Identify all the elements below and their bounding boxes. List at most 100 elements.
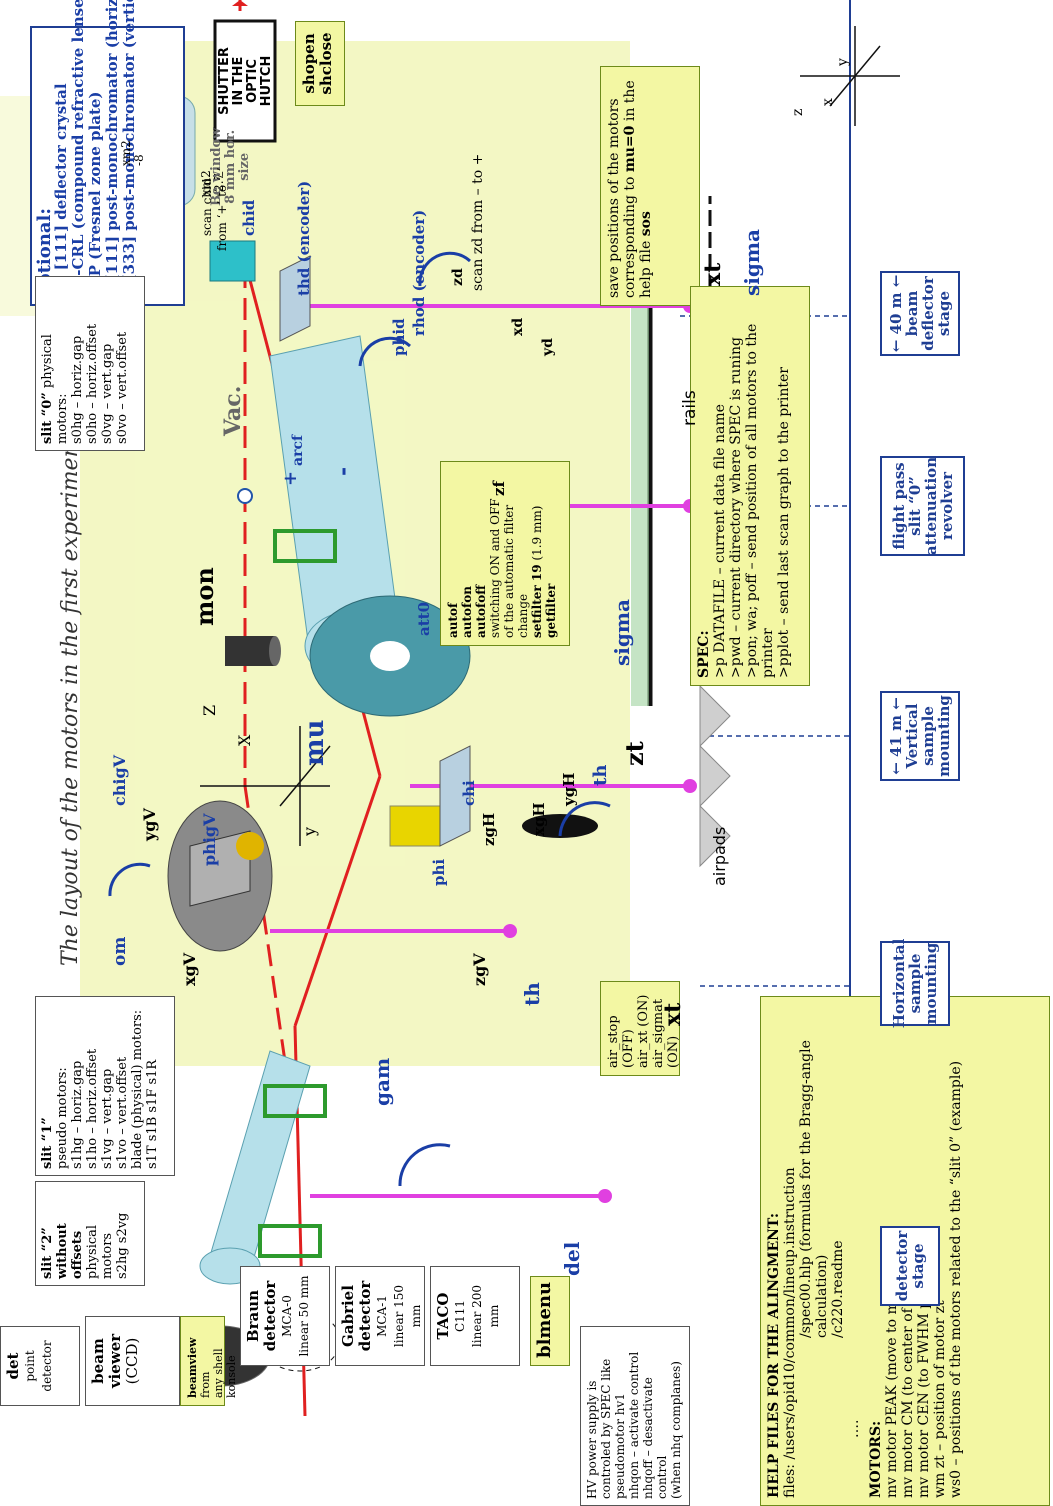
- th-left-label: th: [520, 982, 544, 1006]
- optional-line-1: Ge [111] deflector crystal: [53, 34, 70, 298]
- phi-label: phi: [430, 859, 448, 886]
- axis-x-label: X: [235, 735, 254, 746]
- xt-label-left: xt: [660, 1003, 686, 1026]
- save-l11: sos: [638, 211, 654, 236]
- mu-label: mu: [300, 720, 330, 766]
- chid-label: chid: [240, 200, 258, 236]
- scan-chid-label: scan chid: [200, 178, 214, 236]
- sigma-right-label: sigma: [740, 229, 764, 296]
- slit0-title: slit “0”: [40, 392, 55, 444]
- save-l6: corresponding: [622, 195, 638, 298]
- slit0-box: slit “0” physical motors: s0hg – horiz.g…: [35, 276, 145, 451]
- airpads-label: airpads: [710, 827, 729, 886]
- chigV-label: chigV: [110, 755, 129, 806]
- braun-box: Braundetector MCA-0linear 50 mm: [240, 1266, 330, 1366]
- save-l9: in the: [622, 80, 638, 121]
- optional-line-3: FZP (Fresnel zone plate): [87, 34, 104, 298]
- shclose-label: shclose: [318, 29, 335, 98]
- phigV-label: phigV: [200, 814, 219, 867]
- zd-label: zd: [450, 268, 466, 286]
- zgV-label: zgV: [470, 953, 489, 986]
- zt-label: zt: [620, 741, 649, 766]
- axis-y-label: y: [300, 827, 319, 836]
- save-l1: save: [606, 266, 622, 298]
- save-l8: mu=0: [622, 126, 638, 172]
- axis-x2-label: x: [820, 98, 836, 106]
- shutter-line-4: HUTCH: [260, 24, 274, 138]
- zgH-label: zgH: [480, 813, 498, 846]
- arcf-minus: -: [330, 467, 356, 476]
- shopen-box[interactable]: shopen shclose: [295, 21, 345, 106]
- scan-chid-label-2: from ‘+’ to ‘–’: [215, 167, 229, 251]
- save-l3: of: [606, 180, 622, 194]
- mon-detector: [225, 636, 281, 666]
- vac-label: Vac.: [220, 386, 246, 436]
- rails-label: rails: [680, 390, 700, 426]
- det-box: det point detector: [0, 1326, 80, 1406]
- att0-label: att0: [415, 602, 433, 636]
- save-l7: to: [622, 177, 638, 191]
- slit2-box: slit “2” without offsets physical motors…: [35, 1181, 145, 1286]
- mon-label: mon: [190, 567, 219, 626]
- slit0-line-2: s0ho – horiz.offset: [85, 283, 100, 444]
- scan-zd-label: scan zd from – to +: [470, 154, 486, 291]
- shutter-line-3: OPTIC: [246, 24, 260, 138]
- optional-line-5: Si[333] post-monochromator (vertical): [121, 34, 138, 298]
- axis-z-label: Z: [200, 705, 219, 716]
- optional-box: optional: Ge [111] deflector crystal Be-…: [30, 26, 185, 306]
- slit0-line-3: s0vg – vert.gap: [100, 283, 115, 444]
- shutter-label: SHUTTER IN THE OPTIC HUTCH: [218, 24, 274, 138]
- om-label: om: [110, 937, 130, 966]
- thd-label: thd (encoder): [295, 181, 313, 296]
- slit1-title: slit “1”: [40, 1003, 55, 1169]
- xt-label-right: xt: [700, 263, 726, 286]
- save-l2: positions: [606, 198, 622, 262]
- sigma-mid-label: sigma: [610, 599, 634, 666]
- xgH-label: xgH: [530, 802, 548, 836]
- optional-title: optional:: [36, 34, 53, 298]
- right-yellow-panel: [330, 111, 570, 361]
- arcf-label: arcf: [290, 435, 306, 466]
- yd-label: yd: [540, 338, 556, 356]
- shopen-label: shopen: [301, 29, 318, 98]
- slit1-box: slit “1” pseudo motors: s1hg – horiz.gap…: [35, 996, 175, 1176]
- beam-viewer-box: beam viewer (CCD): [85, 1316, 180, 1406]
- arcf-plus: +: [280, 471, 301, 486]
- th-mid-label: th: [590, 765, 611, 786]
- axis-y2-label: y: [835, 58, 851, 66]
- gam-label: gam: [370, 1058, 394, 1106]
- ygH-label: ygH: [560, 773, 578, 806]
- air-box: air_stop (OFF)air_xt (ON)air_sigmat (ON): [600, 981, 680, 1076]
- xgV-label: xgV: [180, 953, 199, 986]
- xd-label: xd: [510, 318, 526, 336]
- del-label: del: [560, 1242, 584, 1276]
- slit0-line-1: s0hg – horiz.gap: [70, 283, 85, 444]
- blmenu-button[interactable]: blmenu: [530, 1276, 570, 1366]
- spec-box: SPEC: >p DATAFILE – current data file na…: [690, 286, 810, 686]
- optional-line-4: Si[111] post-monochromator (horizontal): [104, 34, 121, 298]
- save-l5: motors: [606, 98, 622, 148]
- save-l4: the: [606, 153, 622, 176]
- zf-label: zf: [490, 481, 508, 496]
- shutter-line-1: SHUTTER: [218, 24, 232, 138]
- goniometer-sphere: [168, 801, 272, 951]
- rhod-label: rhod (encoder): [410, 210, 428, 336]
- beamview-note: beamview from any shell konsole: [180, 1316, 225, 1406]
- axis-z2-label: z: [790, 109, 806, 116]
- optional-line-2: Be-CRL (compound refractive lense): [70, 34, 87, 298]
- ygV-label: ygV: [140, 808, 159, 841]
- chi-label: chi: [460, 780, 478, 806]
- save-l10: help file: [638, 241, 654, 298]
- save-positions-box: save positions of the motors correspondi…: [600, 66, 700, 306]
- xm2-top-label: xm2-8: [120, 140, 146, 166]
- phid-label: phid: [390, 318, 408, 356]
